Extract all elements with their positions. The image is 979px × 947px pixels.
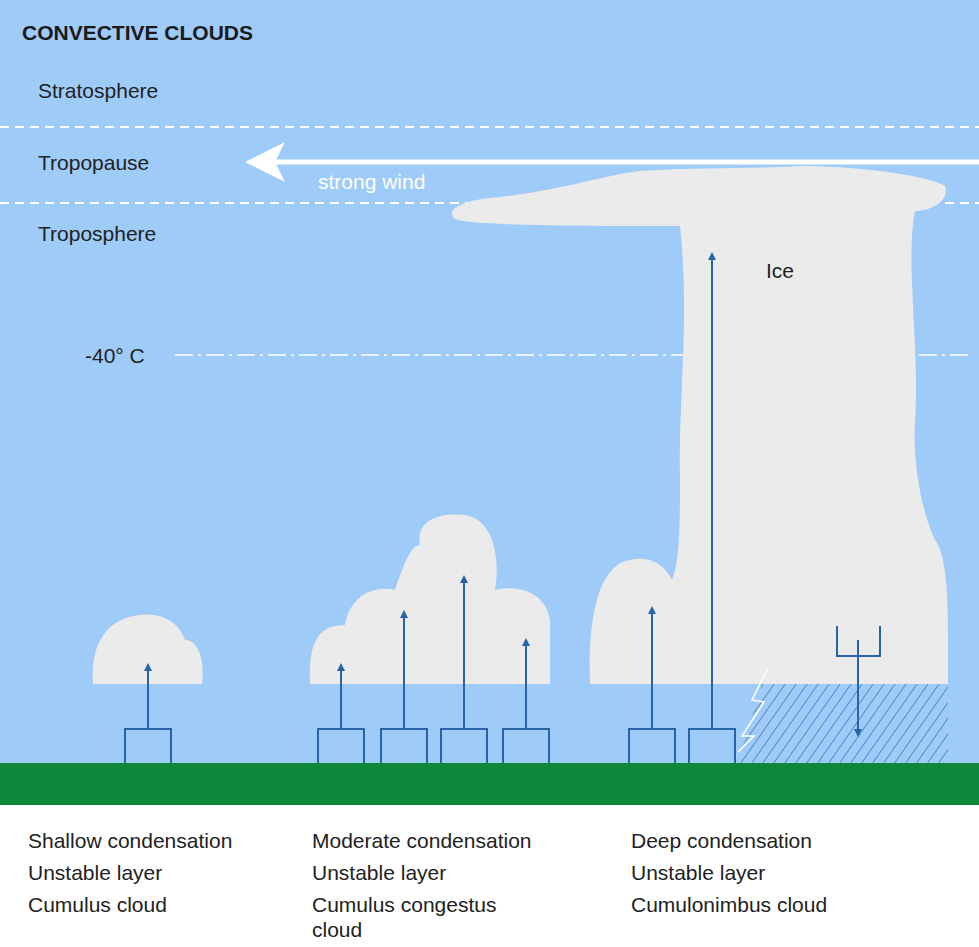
caption-line: Unstable layer: [28, 860, 162, 885]
thermal-boxes: [125, 626, 880, 763]
caption-line: Cumulus congestus cloud: [312, 892, 547, 942]
caption-line: Cumulonimbus cloud: [631, 892, 827, 917]
layer-label: Tropopause: [38, 150, 149, 175]
wind-arrowhead: [245, 142, 285, 182]
caption-line: Cumulus cloud: [28, 892, 167, 917]
caption-line: Deep condensation: [631, 828, 812, 853]
caption-line: Moderate condensation: [312, 828, 532, 853]
layer-label: Stratosphere: [38, 78, 158, 103]
temperature-label: -40° C: [85, 343, 145, 368]
updraft-arrows: [148, 256, 858, 733]
sky: [0, 0, 979, 763]
layer-label: Troposphere: [38, 221, 156, 246]
ice-label: Ice: [766, 258, 794, 283]
caption-line: Shallow condensation: [28, 828, 232, 853]
lightning: [738, 668, 768, 752]
cumulonimbus: [452, 166, 948, 684]
wind-arrow: [275, 160, 979, 165]
tropopause-top: [0, 126, 979, 128]
caption-line: Unstable layer: [631, 860, 765, 885]
rain-hatching: [738, 684, 948, 763]
caption-line: Unstable layer: [312, 860, 446, 885]
diagram-title: CONVECTIVE CLOUDS: [22, 20, 253, 45]
ground: [0, 763, 979, 805]
cumulus-congestus: [310, 514, 550, 684]
wind-label: strong wind: [318, 169, 425, 194]
